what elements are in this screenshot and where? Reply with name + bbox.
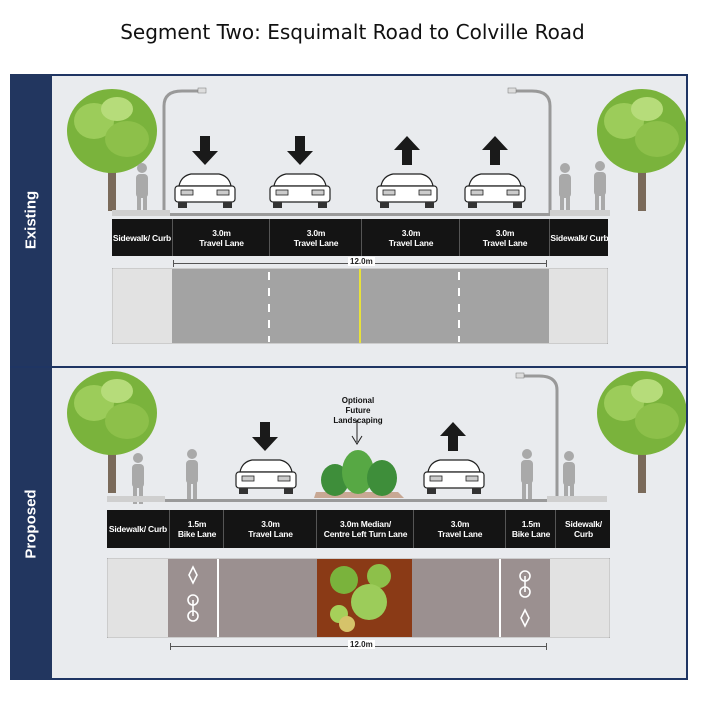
existing-total-width: 12.0m [348, 257, 375, 266]
panel-divider [10, 366, 688, 368]
arrow-up-icon [394, 136, 420, 165]
proposed-segment: Sidewalk/ Curb [108, 524, 168, 534]
proposed-total-width: 12.0m [348, 640, 375, 649]
car-icon [376, 173, 438, 209]
pedestrian-icon [559, 163, 571, 214]
bike-lane-symbol-icon [187, 565, 199, 622]
proposed-plan-view [107, 558, 610, 638]
existing-segment: Sidewalk/ Curb [112, 232, 172, 243]
proposed-elevation [67, 371, 686, 504]
arrow-up-icon [440, 422, 466, 451]
proposed-lane-bar: Sidewalk/ Curb 1.5m Bike Lane 3.0m Trave… [107, 510, 610, 548]
arrow-down-icon [192, 136, 218, 165]
car-icon [174, 173, 236, 209]
pedestrian-icon [563, 451, 575, 502]
proposed-segment: 3.0m Travel Lane [413, 510, 506, 548]
existing-segment: Sidewalk/ Curb [549, 219, 609, 256]
arrow-down-icon [252, 422, 278, 451]
tree-icon [597, 371, 686, 493]
proposed-segment: 1.5m Bike Lane [169, 510, 224, 548]
cyclist-icon [186, 449, 198, 500]
existing-segment: 3.0m Travel Lane [172, 219, 270, 256]
proposed-label: Proposed [22, 489, 40, 559]
arrow-down-icon [287, 136, 313, 165]
car-icon [235, 459, 297, 495]
landscaping-annotation: Optional Future Landscaping [333, 396, 383, 425]
tree-icon [597, 89, 686, 211]
proposed-segment: 1.5m Bike Lane [505, 510, 556, 548]
arrow-up-icon [482, 136, 508, 165]
bike-lane-symbol-icon [519, 570, 531, 628]
existing-segment: 3.0m Travel Lane [269, 219, 362, 256]
median-planting-icon [330, 564, 391, 632]
existing-label: Existing [22, 190, 40, 250]
existing-segment: 3.0m Travel Lane [361, 219, 460, 256]
existing-side-label: Existing [10, 74, 52, 366]
landscaping-icon [321, 450, 397, 496]
existing-plan-view [112, 268, 608, 344]
page-title: Segment Two: Esquimalt Road to Colville … [120, 20, 585, 44]
existing-elevation [67, 87, 686, 216]
cyclist-icon [521, 449, 533, 500]
existing-segment: 3.0m Travel Lane [459, 219, 550, 256]
car-icon [464, 173, 526, 209]
pedestrian-icon [136, 163, 148, 214]
car-icon [423, 459, 485, 495]
proposed-segment: Sidewalk/ Curb [555, 510, 611, 548]
proposed-side-label: Proposed [10, 368, 52, 680]
proposed-segment: 3.0m Travel Lane [223, 510, 317, 548]
proposed-segment: 3.0m Median/ Centre Left Turn Lane [316, 510, 414, 548]
car-icon [269, 173, 331, 209]
existing-lane-bar: Sidewalk/ Curb 3.0m Travel Lane 3.0m Tra… [112, 219, 609, 256]
pedestrian-icon [594, 161, 606, 212]
